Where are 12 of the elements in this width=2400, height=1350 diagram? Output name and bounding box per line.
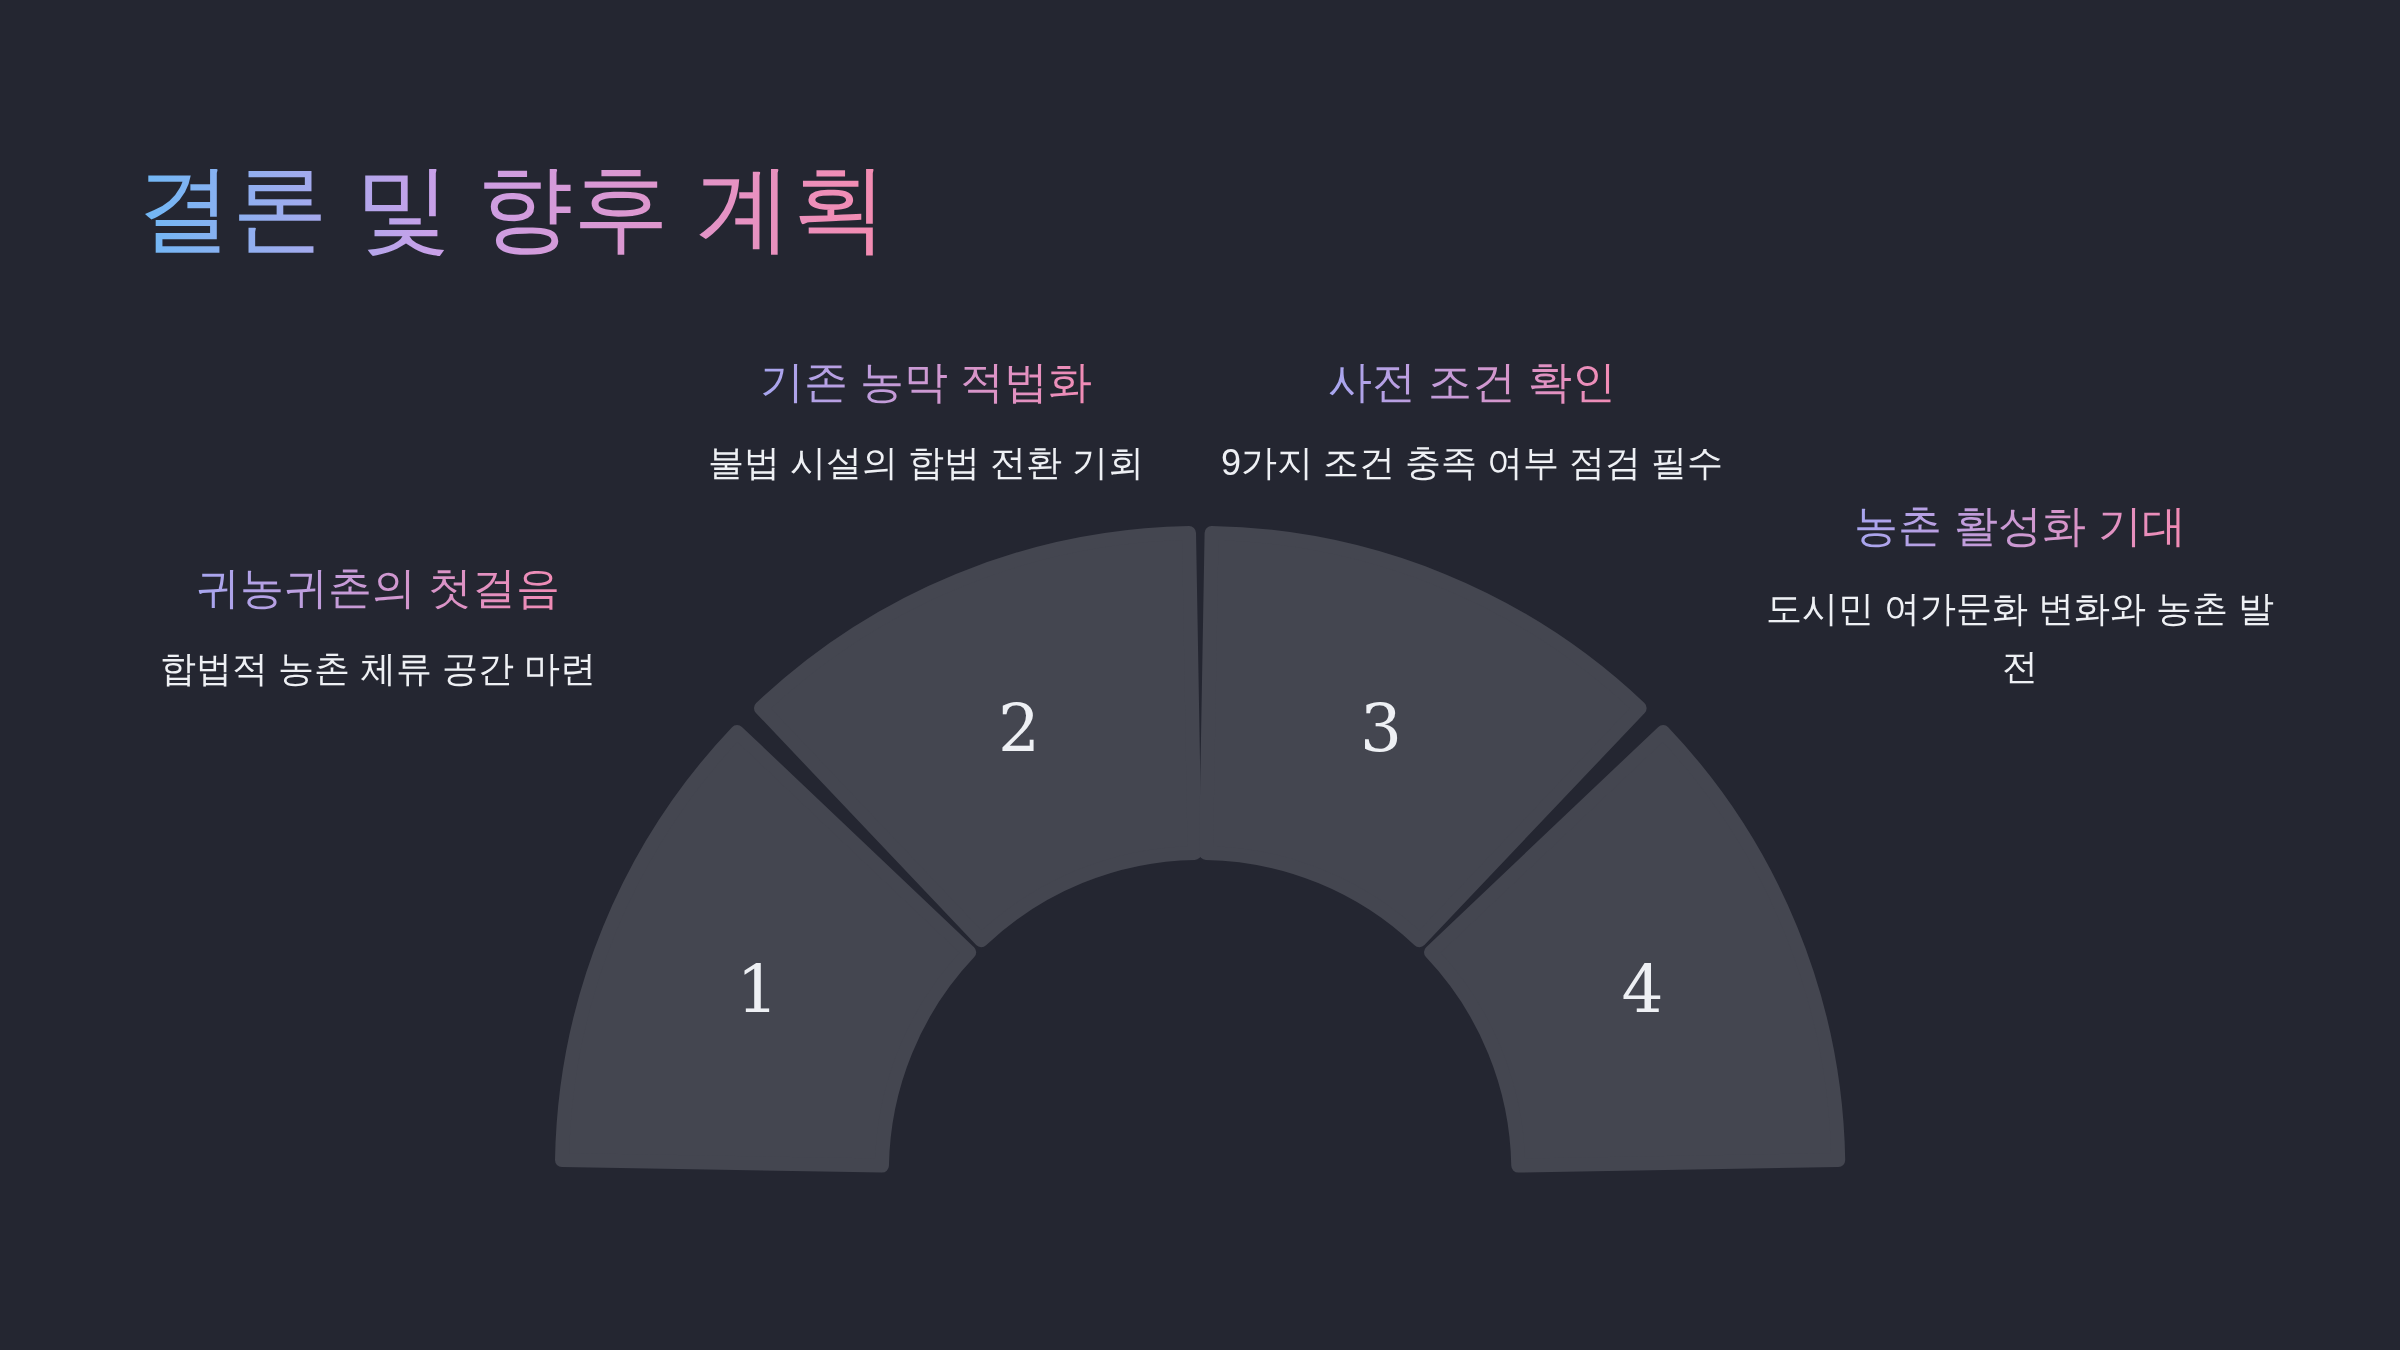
gauge-segment — [752, 525, 1203, 949]
segment-description: 불법 시설의 합법 전환 기회 — [707, 441, 1145, 485]
gauge-segment — [1197, 525, 1648, 949]
segment-number: 4 — [1621, 957, 1664, 1023]
gauge-segment — [1422, 723, 1846, 1174]
segment-description: 합법적 농촌 체류 공간 마련 — [159, 647, 597, 691]
gauge-segment — [554, 723, 978, 1174]
segment-number: 2 — [998, 695, 1040, 762]
segment-number: 3 — [1360, 695, 1402, 762]
segment-number: 1 — [736, 957, 779, 1023]
segment-description: 도시민 여가문화 변화와 농촌 발전 — [1765, 587, 2275, 689]
segment-description: 9가지 조건 충족 여부 점검 필수 — [1220, 441, 1724, 485]
